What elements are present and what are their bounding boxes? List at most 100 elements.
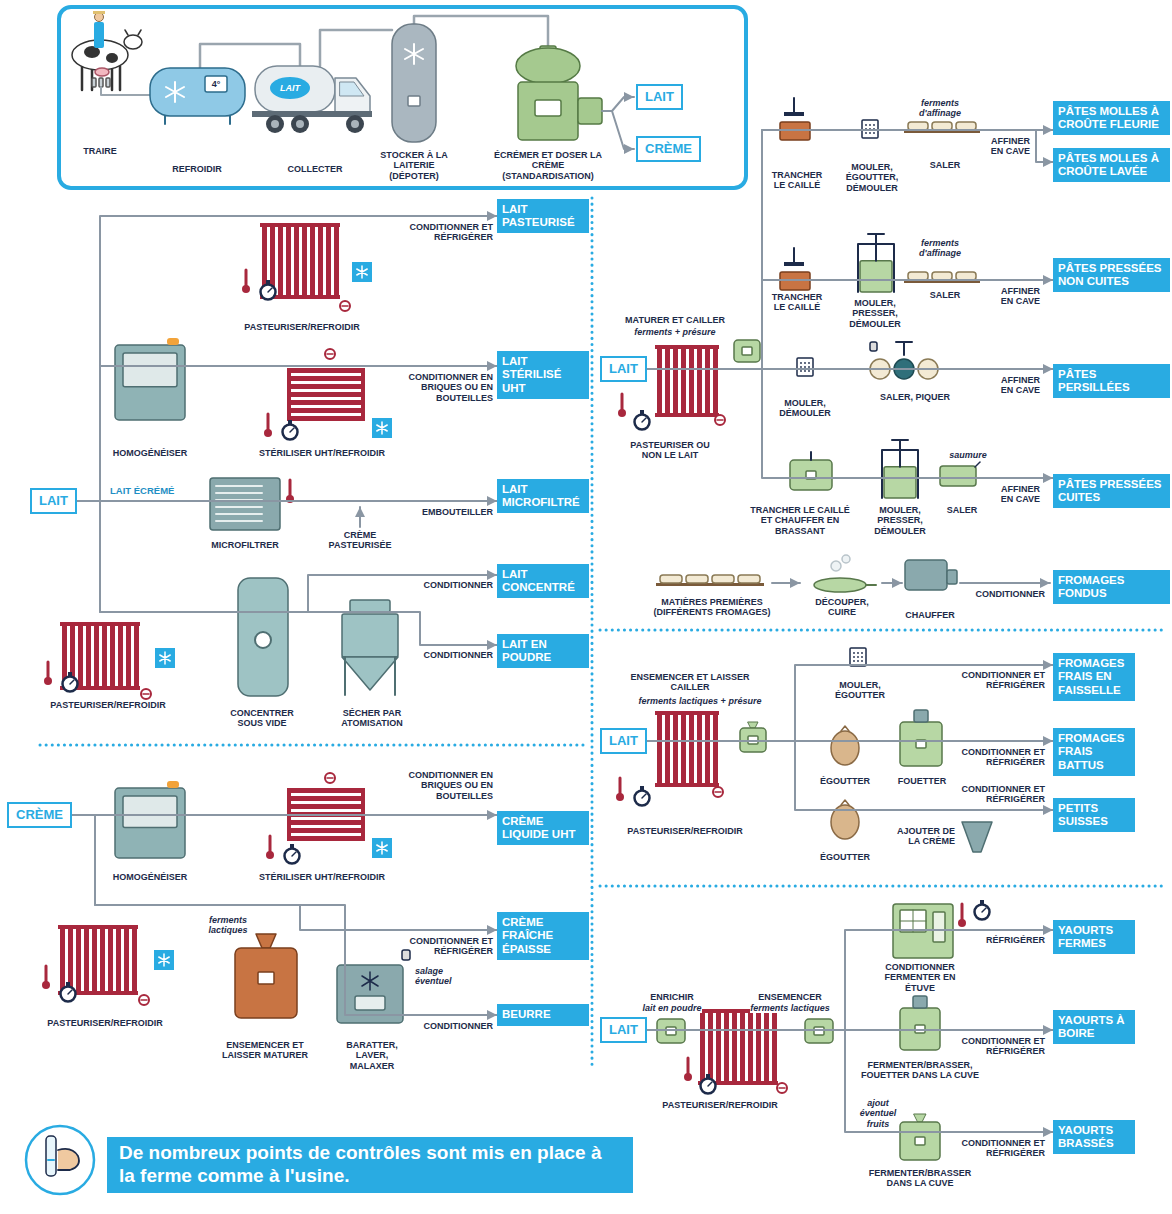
label-text: MATURER ET CAILLER (625, 315, 725, 325)
product-box: PÂTES MOLLES À CROÛTE FLEURIE (1053, 101, 1170, 135)
machine-part (808, 362, 810, 364)
thermometer (266, 836, 274, 859)
pipe (48, 1159, 54, 1161)
thermometer (958, 904, 966, 927)
spray-dryer (342, 600, 398, 695)
label-text: SALER (930, 160, 961, 170)
machine-part (124, 35, 142, 49)
homogenizer (115, 338, 185, 420)
label-text: AFFINER EN CAVE (1001, 484, 1040, 504)
pipe (47, 662, 50, 678)
machine-part (697, 714, 702, 784)
machine-part (665, 348, 670, 414)
product-box: YAOURTS À BOIRE (1053, 1010, 1135, 1044)
gauge (283, 420, 298, 440)
label-text: FOUETTER (898, 776, 947, 786)
label-text: MOULER, ÉGOUTTER (835, 680, 885, 700)
label-text: EMBOUTEILLER (422, 507, 493, 517)
step-label: CHAUFFER (900, 610, 960, 620)
flow-connector (77, 501, 497, 612)
brine-tank (940, 466, 976, 486)
label-text: CONDITIONNER ET RÉFRIGÉRER (409, 936, 493, 956)
machine-part (63, 677, 78, 692)
label-text: MOULER, DÉMOULER (779, 398, 831, 418)
step-label: SALER (942, 505, 982, 515)
label-text: salage éventuel (415, 966, 452, 986)
pipe (45, 966, 48, 982)
label-text: ENSEMENCER (758, 992, 822, 1002)
pipe (982, 908, 986, 912)
machine-part (266, 115, 284, 133)
machine-part (346, 115, 364, 133)
machine-part (123, 353, 177, 387)
step-label: CONDITIONNER (403, 650, 493, 660)
label-text: MOULER, ÉGOUTTER, DÉMOULER (846, 162, 899, 193)
machine-part (742, 347, 752, 355)
step-label: lait en poudre (632, 1003, 712, 1013)
pipe (269, 836, 272, 852)
label-text: CONDITIONNER (424, 580, 494, 590)
pipe (619, 778, 622, 794)
machine-part (850, 648, 866, 666)
machine-part (264, 429, 272, 437)
step-label: CONDITIONNER ET RÉFRIGÉRER (945, 747, 1045, 768)
input-box: LAIT (636, 84, 683, 111)
pipe (165, 116, 230, 124)
pipe (687, 1058, 690, 1074)
flow-connector (647, 1030, 1053, 1132)
machine-part (975, 905, 990, 920)
arrow (772, 582, 800, 584)
machine-part (932, 122, 952, 130)
machine-part (115, 345, 185, 420)
machine-part (123, 796, 177, 828)
machine-part (804, 362, 806, 364)
pipe (961, 904, 964, 920)
product-box: BEURRE (497, 1004, 589, 1025)
machine-part (673, 348, 678, 414)
machine-part (869, 124, 871, 126)
machine-part (958, 919, 966, 927)
label-text: ajout éventuel fruits (860, 1098, 897, 1129)
product-box: PETITS SUISSES (1053, 798, 1135, 832)
label-text: MOULER, PRESSER, DÉMOULER (874, 505, 926, 536)
machine-part (290, 804, 362, 809)
mould (850, 648, 866, 666)
valve (325, 773, 335, 783)
machine-part (61, 987, 76, 1002)
machine-part (861, 660, 863, 662)
machine-part (302, 226, 307, 296)
machine-part (255, 66, 335, 112)
machine-part (94, 22, 104, 48)
step-label: MOULER, DÉMOULER (775, 398, 835, 419)
machine-part (860, 261, 892, 292)
machine-part (764, 1012, 769, 1082)
node-text: PÂTES MOLLES À CROÛTE LAVÉE (1058, 152, 1165, 178)
pipe (708, 1082, 712, 1086)
machine-part (350, 600, 390, 612)
step-label: ferments lactiques + présure (630, 696, 770, 706)
machine-part (115, 788, 185, 858)
label-text: RÉFRIGÉRER (986, 935, 1045, 945)
control-icon (26, 1126, 94, 1194)
label-text: HOMOGÉNÉISER (113, 872, 188, 882)
machine-part (126, 625, 131, 687)
machine-part (853, 652, 855, 654)
machine-part (724, 1012, 729, 1082)
label-text: ferments lactiques + présure (639, 696, 762, 706)
step-label: PASTEURISER/REFROIDIR (43, 700, 173, 710)
machine-part (334, 226, 339, 296)
step-label: TRANCHER LE CAILLÉ ET CHAUFFER EN BRASSA… (745, 505, 855, 536)
machine-part (738, 575, 760, 583)
node-text: De nombreux points de contrôles sont mis… (119, 1142, 621, 1188)
node-text: LAIT (609, 1023, 638, 1038)
machine-part (900, 1122, 940, 1160)
valve (141, 689, 151, 699)
pipe (289, 480, 292, 496)
cheeses (904, 122, 980, 133)
machine-part (784, 112, 804, 116)
motor (914, 710, 928, 722)
thermometer (264, 414, 272, 437)
pipe (268, 288, 272, 292)
machine-part (99, 78, 103, 87)
step-label: CONDITIONNER ET RÉFRIGÉRER (945, 1036, 1045, 1057)
